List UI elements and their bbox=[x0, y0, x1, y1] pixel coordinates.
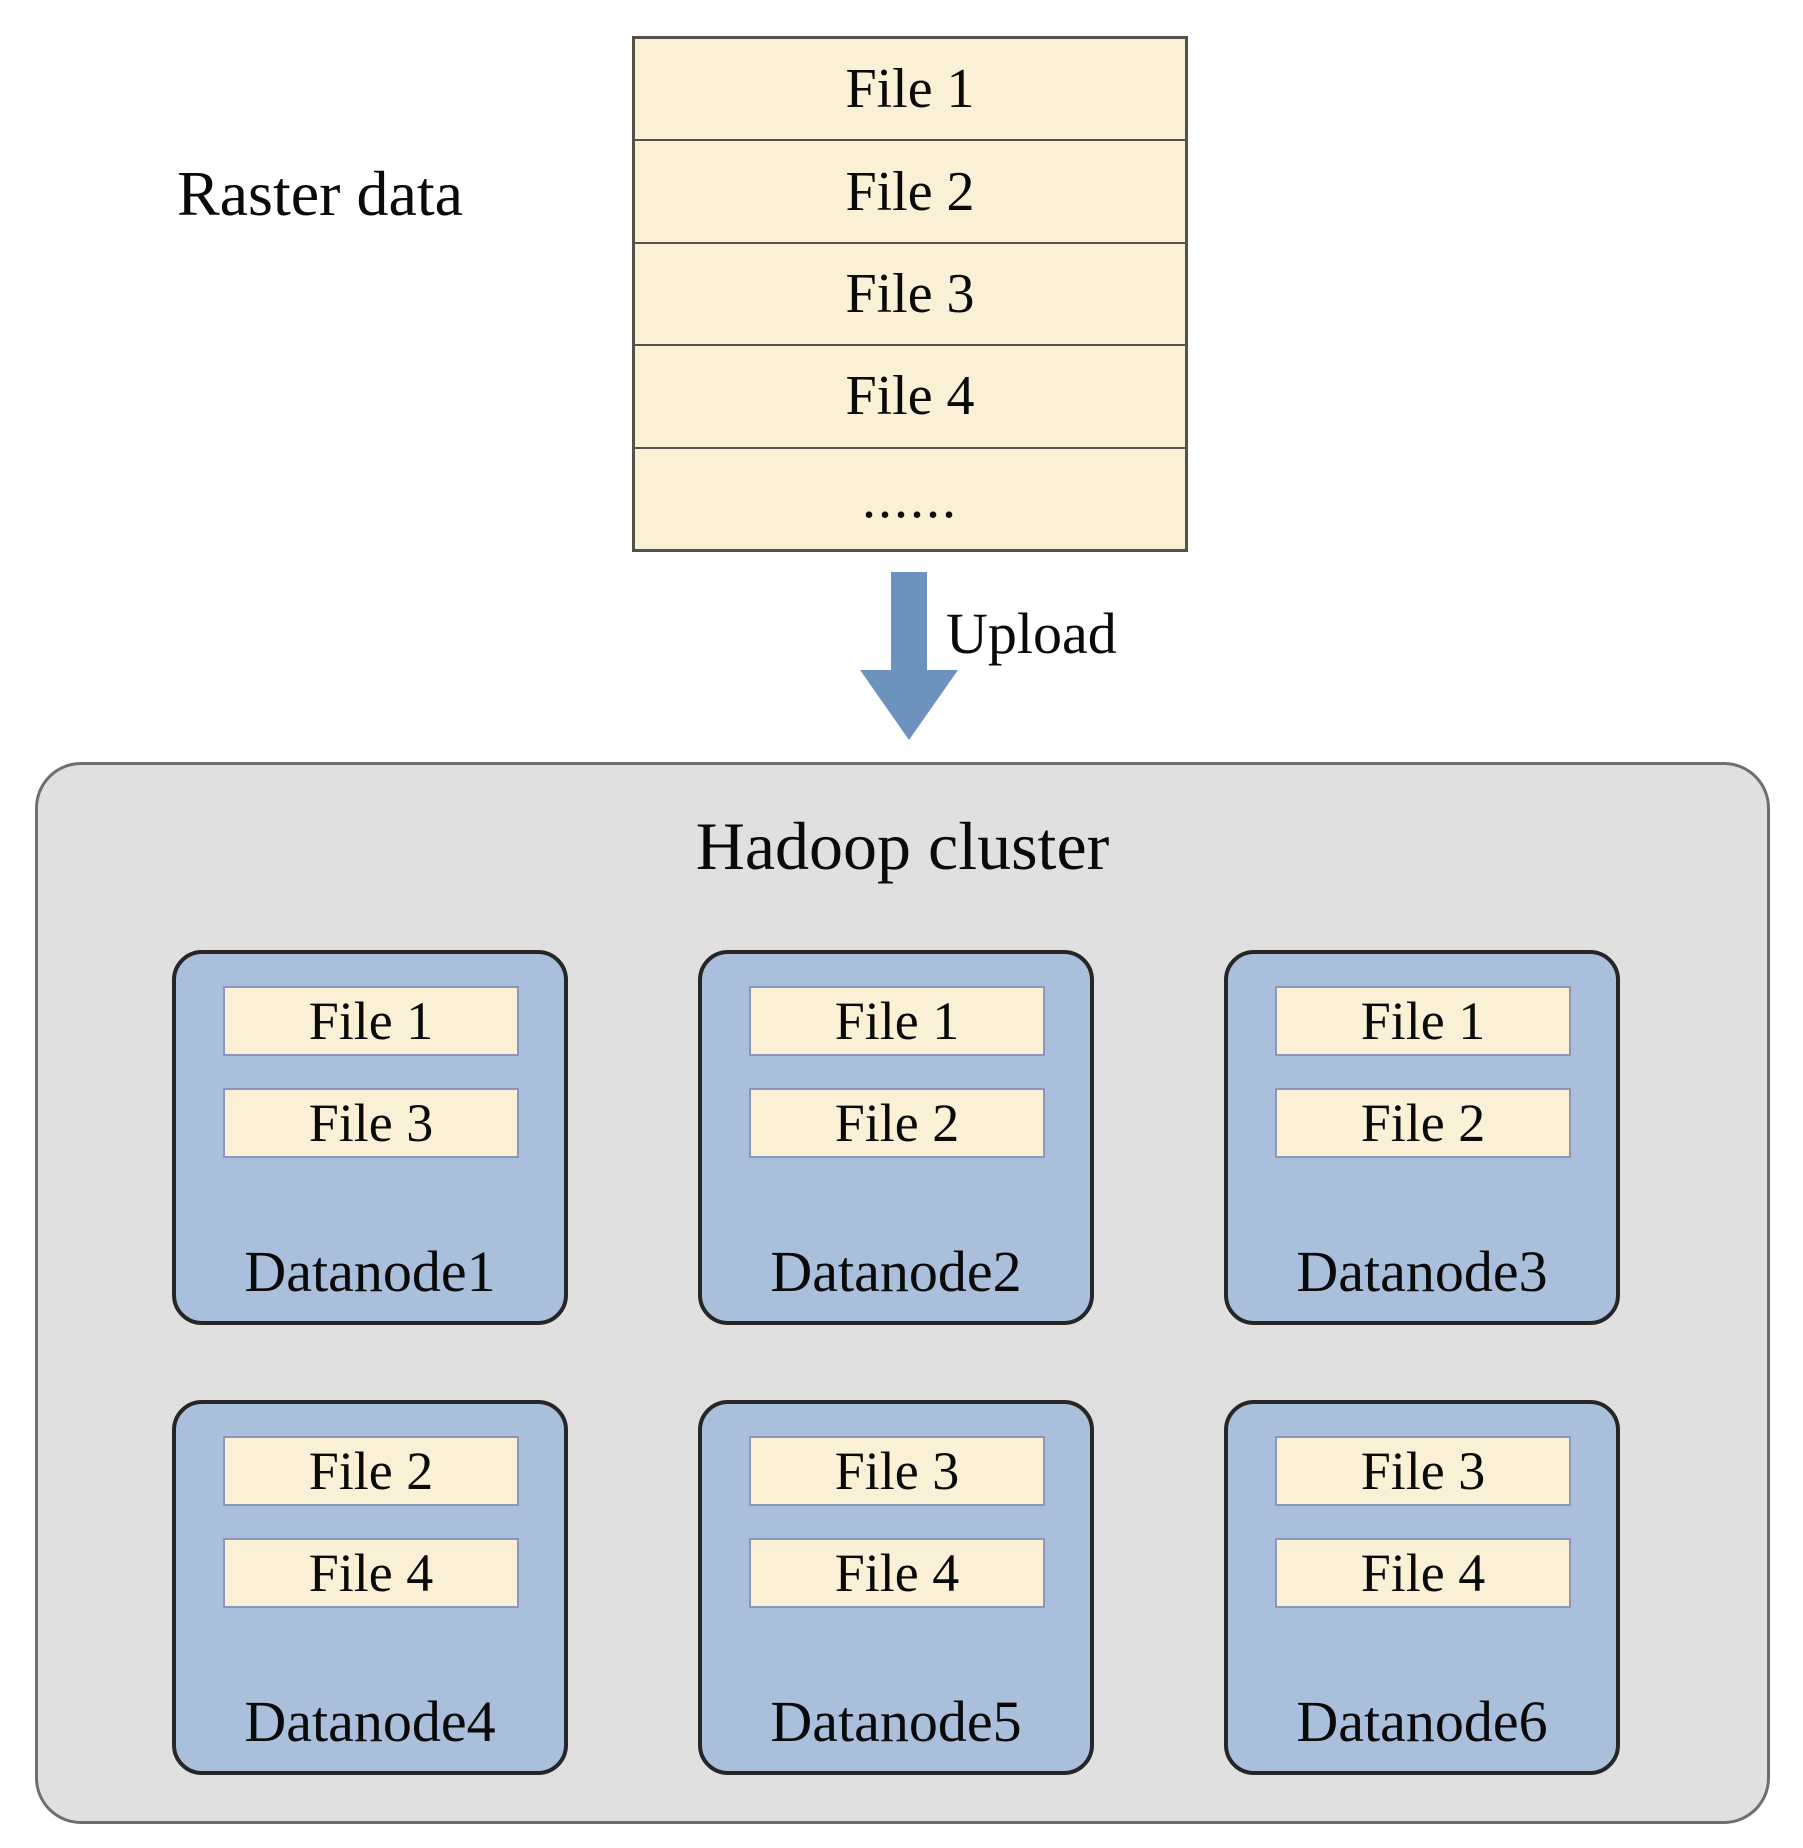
datanode-label: Datanode1 bbox=[244, 1239, 496, 1304]
datanode-label: Datanode5 bbox=[770, 1689, 1022, 1754]
table-row-file-1: File 1 bbox=[635, 39, 1185, 142]
datanode-label: Datanode3 bbox=[1296, 1239, 1548, 1304]
table-row-file-4: File 4 bbox=[635, 346, 1185, 449]
arrow-head bbox=[860, 670, 958, 740]
datanode-6: File 3 File 4 Datanode6 bbox=[1224, 1400, 1620, 1775]
raster-files-table: File 1 File 2 File 3 File 4 ...... bbox=[632, 36, 1188, 552]
file-chip: File 2 bbox=[749, 1088, 1045, 1158]
datanode-1: File 1 File 3 Datanode1 bbox=[172, 950, 568, 1325]
file-chip: File 4 bbox=[1275, 1538, 1571, 1608]
file-chip: File 4 bbox=[223, 1538, 519, 1608]
file-chip: File 3 bbox=[749, 1436, 1045, 1506]
datanode-label: Datanode4 bbox=[244, 1689, 496, 1754]
datanode-label: Datanode2 bbox=[770, 1239, 1022, 1304]
datanode-4: File 2 File 4 Datanode4 bbox=[172, 1400, 568, 1775]
file-chip: File 3 bbox=[223, 1088, 519, 1158]
cluster-title: Hadoop cluster bbox=[695, 808, 1110, 884]
table-row-file-3: File 3 bbox=[635, 244, 1185, 347]
file-chip: File 1 bbox=[749, 986, 1045, 1056]
upload-label: Upload bbox=[946, 601, 1117, 666]
table-row-ellipsis: ...... bbox=[862, 467, 958, 530]
file-chip: File 1 bbox=[1275, 986, 1571, 1056]
datanode-2: File 1 File 2 Datanode2 bbox=[698, 950, 1094, 1325]
datanode-label: Datanode6 bbox=[1296, 1689, 1548, 1754]
file-chip: File 1 bbox=[223, 986, 519, 1056]
datanode-3: File 1 File 2 Datanode3 bbox=[1224, 950, 1620, 1325]
arrow-shaft bbox=[891, 572, 927, 672]
file-chip: File 2 bbox=[1275, 1088, 1571, 1158]
hadoop-cluster-container: Hadoop cluster File 1 File 3 Datanode1 F… bbox=[35, 762, 1770, 1824]
datanode-5: File 3 File 4 Datanode5 bbox=[698, 1400, 1094, 1775]
raster-data-label: Raster data bbox=[176, 158, 464, 229]
file-chip: File 2 bbox=[223, 1436, 519, 1506]
table-row-file-2: File 2 bbox=[635, 141, 1185, 244]
file-chip: File 3 bbox=[1275, 1436, 1571, 1506]
file-chip: File 4 bbox=[749, 1538, 1045, 1608]
